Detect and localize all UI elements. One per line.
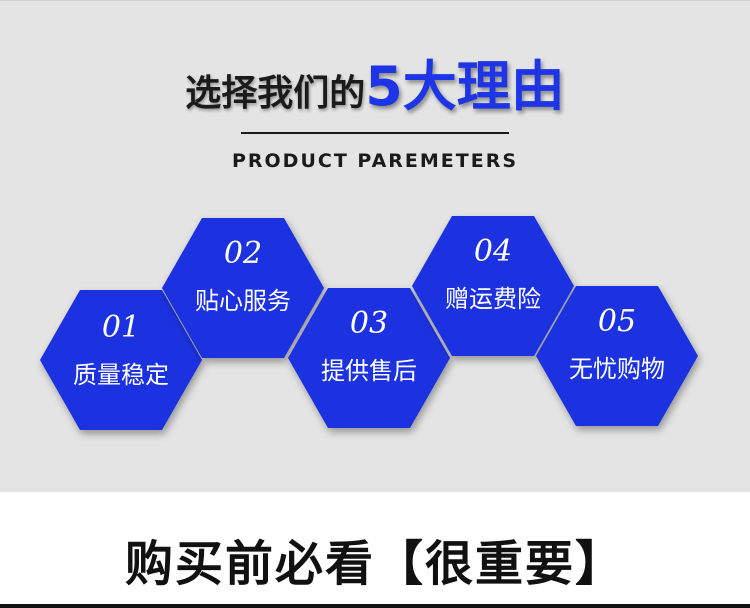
reason-01: 01 质量稳定 xyxy=(41,310,201,390)
hexagon-01 xyxy=(40,290,202,430)
reason-03: 03 提供售后 xyxy=(289,306,449,386)
hexagon-02 xyxy=(162,218,324,358)
reason-02: 02 贴心服务 xyxy=(163,236,323,316)
reason-04-label: 赠运费险 xyxy=(445,285,541,313)
page-title: 选择我们的5大理由 xyxy=(0,42,750,121)
reason-03-label: 提供售后 xyxy=(321,357,417,385)
reason-04: 04 赠运费险 xyxy=(413,234,573,314)
reason-03-number: 03 xyxy=(349,306,389,341)
reason-01-number: 01 xyxy=(101,310,141,345)
hexagon-03 xyxy=(288,288,450,428)
reason-04-number: 04 xyxy=(473,234,513,269)
reason-hexagons xyxy=(40,216,698,430)
reason-01-label: 质量稳定 xyxy=(73,361,169,389)
bottom-divider xyxy=(0,604,750,608)
title-prefix: 选择我们的 xyxy=(185,73,366,114)
reason-05-number: 05 xyxy=(597,304,637,339)
reason-02-number: 02 xyxy=(223,236,263,271)
title-divider xyxy=(241,132,509,134)
title-highlight: 5大理由 xyxy=(365,55,565,118)
reason-02-label: 贴心服务 xyxy=(195,287,291,315)
reason-05: 05 无忧购物 xyxy=(537,304,697,384)
subtitle: PRODUCT PAREMETERS xyxy=(231,150,519,172)
reason-05-label: 无忧购物 xyxy=(569,355,665,383)
hexagon-05 xyxy=(536,286,698,426)
hexagon-04 xyxy=(412,216,574,356)
notice-title: 购买前必看【很重要】 xyxy=(124,536,625,592)
